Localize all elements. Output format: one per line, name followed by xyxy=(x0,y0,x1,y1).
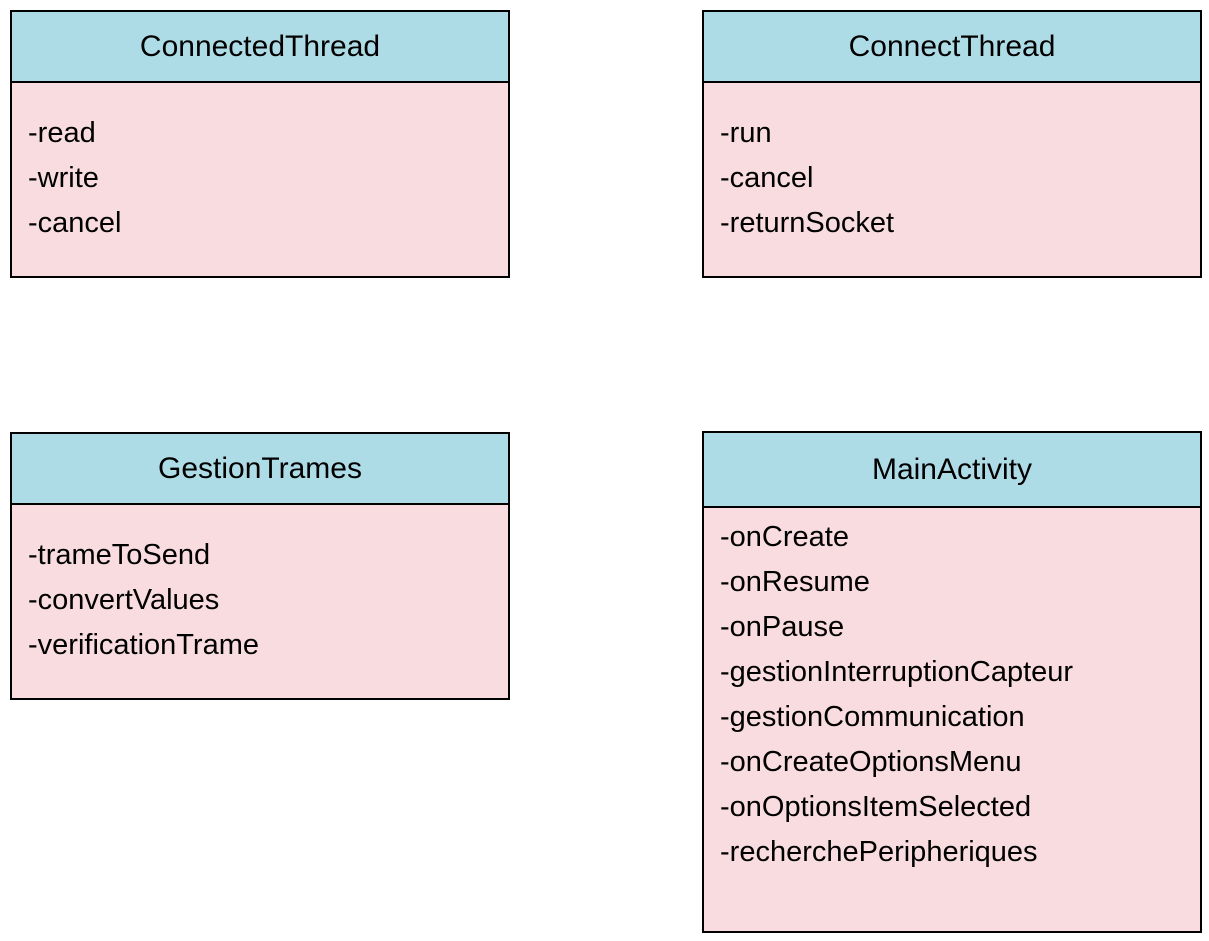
class-members-connectedthread: -read -write -cancel xyxy=(12,83,508,276)
class-members-gestiontrames: -trameToSend -convertValues -verificationT… xyxy=(12,505,508,698)
class-title-gestiontrames: GestionTrames xyxy=(12,434,508,505)
class-box-mainactivity: MainActivity -onCreate-onResume-onPause-… xyxy=(702,431,1202,933)
class-member: -returnSocket xyxy=(720,207,895,239)
class-box-gestiontrames: GestionTrames -trameToSend -convertValues… xyxy=(10,432,510,700)
class-member: -write xyxy=(28,162,99,194)
class-member: -read xyxy=(28,117,96,149)
class-members-mainactivity: -onCreate -onResume -onPause -gestionInterr… xyxy=(704,508,1200,931)
class-member: -onPause xyxy=(720,611,845,643)
class-member: -onOptionsItemSelected xyxy=(720,791,1032,823)
class-box-connectthread: ConnectThread -run -cancel -returnSocket xyxy=(702,10,1202,278)
class-title-mainactivity: MainActivity xyxy=(704,433,1200,508)
class-member: -onCreateOptionsMenu xyxy=(720,746,1022,778)
class-member: -verificationTrame xyxy=(28,629,259,661)
class-member: -cancel xyxy=(720,162,814,194)
class-member: -recherchePeripheriques xyxy=(720,836,1038,868)
class-members-connectthread: -run -cancel -returnSocket xyxy=(704,83,1200,276)
class-member: -onCreate xyxy=(720,521,849,553)
class-member: -cancel xyxy=(28,207,122,239)
class-member: -convertValues xyxy=(28,584,220,616)
class-member: -trameToSend xyxy=(28,539,211,571)
class-title-connectedthread: ConnectedThread xyxy=(12,12,508,83)
class-member: -onResume xyxy=(720,566,870,598)
class-member: -gestionCommunication xyxy=(720,701,1025,733)
class-box-connectedthread: ConnectedThread -read -write -cancel xyxy=(10,10,510,278)
class-title-connectthread: ConnectThread xyxy=(704,12,1200,83)
class-member: -run xyxy=(720,117,772,149)
class-member: -gestionInterruptionCapteur xyxy=(720,656,1074,688)
